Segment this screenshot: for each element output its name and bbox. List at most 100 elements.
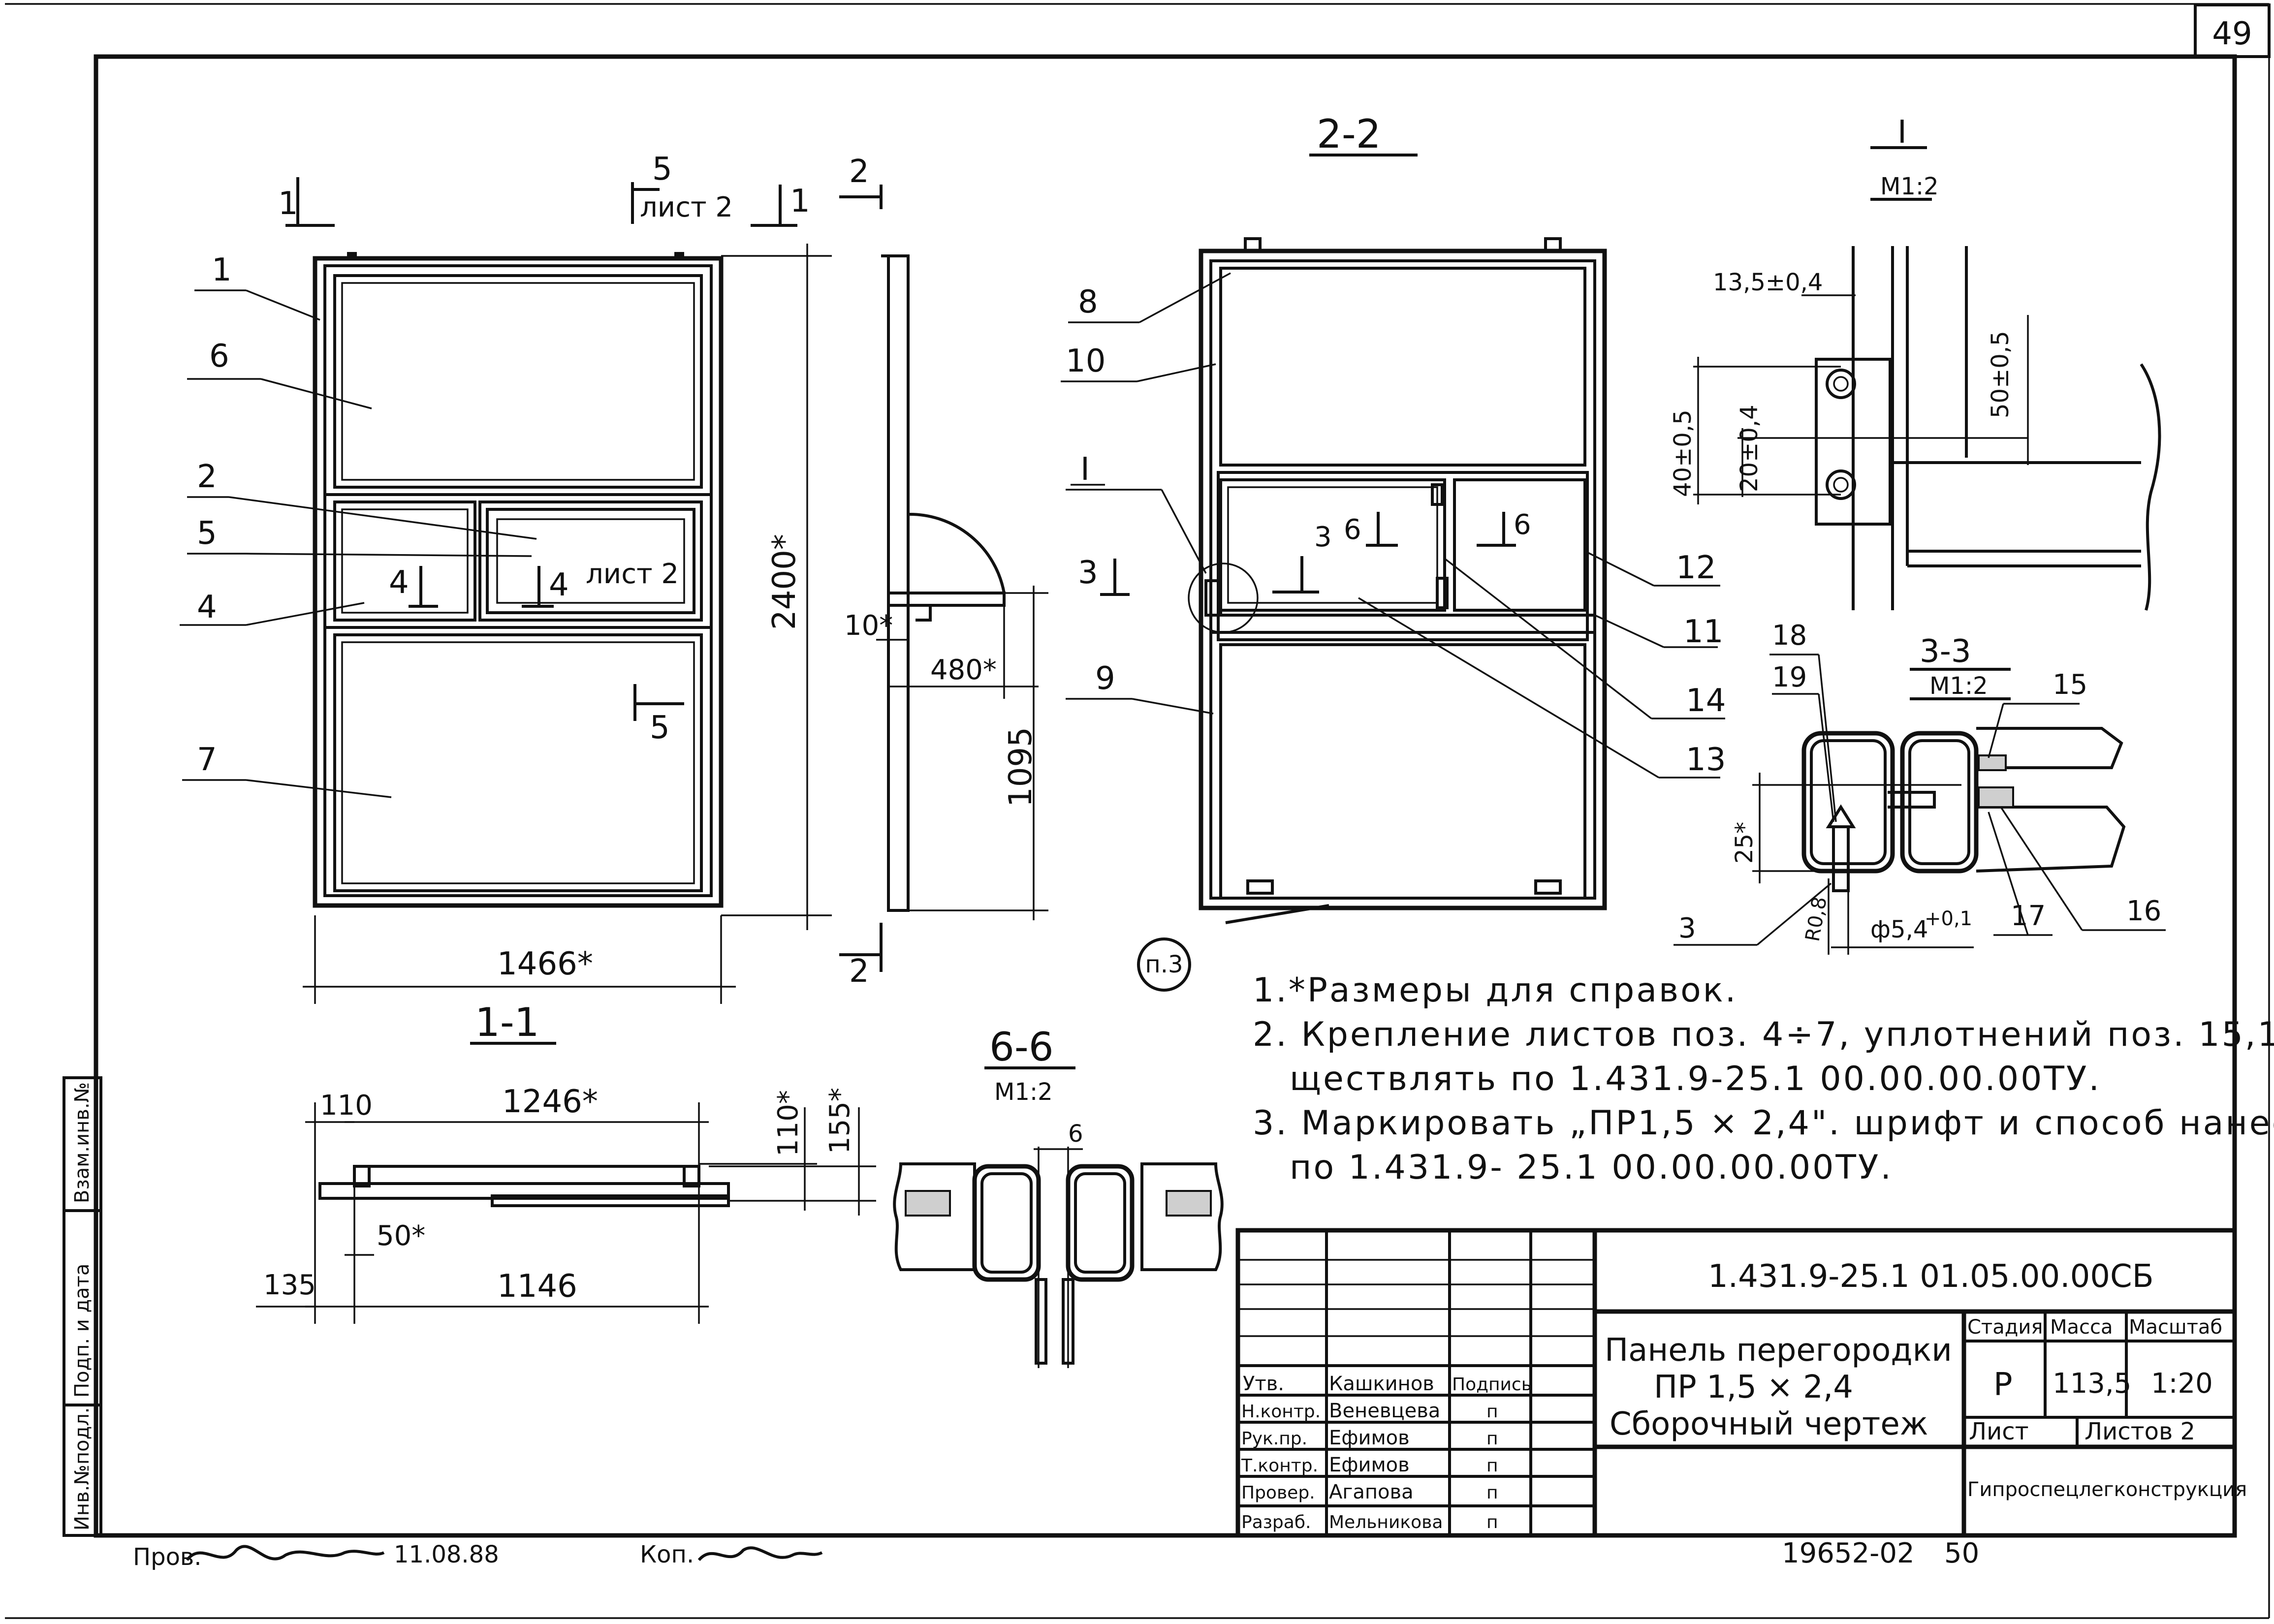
pos-10: 10 [1066, 343, 1105, 379]
dim-50: 50* [377, 1220, 425, 1252]
note-3a: 3. Маркировать „ПР1,5 × 2,4". шрифт и сп… [1253, 1104, 2274, 1143]
pos-15: 15 [2053, 669, 2087, 701]
side-view-section: 10* 480* 1095 [844, 254, 1048, 920]
section-2-2-leaders: 8 10 9 12 11 14 13 I 3 3 6 6 п.3 [1061, 272, 1726, 992]
tb-role-3: Т.контр. [1241, 1456, 1318, 1476]
mark-3: 3 [1078, 555, 1098, 591]
dim-480: 480* [930, 654, 997, 686]
pos-12: 12 [1676, 550, 1716, 586]
stamp-vzam-inv: Взам.инв.№ [71, 1082, 94, 1203]
dim-R08: R0,8 [1801, 895, 1832, 943]
pos-5: 5 [197, 515, 217, 552]
pos-1: 1 [212, 252, 232, 288]
dim-6: 6 [1068, 1120, 1083, 1148]
mark-4-b: 4 [549, 567, 569, 603]
section-2-2-title: 2-2 [1317, 111, 1381, 157]
pos-8: 8 [1078, 284, 1098, 320]
section-6-6-view: 6-6 М1:2 6 [893, 1024, 1224, 1368]
notes-block: 1.*Размеры для справок. 2. Крепление лис… [1253, 971, 2274, 1187]
note-3b: по 1.431.9- 25.1 00.00.00.00ТУ. [1290, 1148, 1893, 1187]
kop-signature [697, 1546, 823, 1562]
tb-sign-1: п [1486, 1402, 1498, 1422]
dim-1095: 1095 [1003, 727, 1039, 807]
pos-3: 3 [1678, 912, 1696, 944]
dim-110-a: 110 [320, 1090, 373, 1122]
tb-sign-2: п [1486, 1429, 1498, 1449]
footer-kop-label: Коп. [640, 1541, 694, 1568]
pos-14: 14 [1686, 683, 1726, 719]
tb-sign-3: п [1486, 1456, 1498, 1476]
mark-4-a: 4 [389, 564, 409, 601]
note-1: 1.*Размеры для справок. [1253, 971, 1737, 1010]
mark-5-side: 5 [650, 710, 670, 746]
tb-name-2: ПР 1,5 × 2,4 [1654, 1369, 1853, 1405]
pos-9: 9 [1095, 660, 1115, 697]
tb-role-0: Утв. [1243, 1373, 1284, 1395]
tb-organization: Гипроспецлегконструкция [1967, 1478, 2247, 1501]
pos-11: 11 [1683, 614, 1723, 650]
mark-6b: 6 [1514, 509, 1531, 541]
side-stamp: Инв.№подл. Подп. и дата Взам.инв.№ [63, 1076, 102, 1537]
mark-5-top-sheet: лист 2 [640, 191, 733, 223]
section-2-2-view: 2-2 [1188, 111, 1607, 910]
pos-4: 4 [197, 589, 217, 625]
mark-2-bottom: 2 [849, 953, 869, 990]
tb-role-4: Провер. [1241, 1483, 1315, 1503]
pos-13: 13 [1686, 742, 1726, 778]
front-view-panel [313, 252, 724, 908]
tb-role-1: Н.контр. [1241, 1402, 1321, 1422]
tb-name-1: Панель перегородки [1605, 1332, 1952, 1369]
dim-1466: 1466* [497, 946, 593, 982]
dim-40: 40±0,5 [1669, 409, 1697, 497]
tb-designation: 1.431.9-25.1 01.05.00.00СБ [1708, 1258, 2154, 1295]
tb-stage-header: Стадия [1967, 1316, 2043, 1339]
dim-phi: ф5,4 [1870, 916, 1928, 943]
sheet-frame: 49 [5, 3, 2271, 1619]
tb-role-2: Рук.пр. [1241, 1429, 1307, 1449]
dim-25: 25* [1731, 822, 1758, 864]
tb-scale: 1:20 [2151, 1368, 2213, 1400]
mark-I: I [1080, 451, 1090, 488]
tb-name-4: Агапова [1329, 1481, 1414, 1503]
pos-17: 17 [2011, 900, 2046, 932]
dim-13-5: 13,5±0,4 [1713, 269, 1823, 296]
tb-role-5: Разраб. [1241, 1512, 1311, 1532]
mark-5-top: 5 [652, 151, 672, 187]
detail-I-scale: М1:2 [1880, 173, 1939, 200]
front-view-section-marks: 1 5 лист 2 1 2 2 5 4 4 лист 2 [278, 151, 883, 990]
dim-50: 50±0,5 [1987, 331, 2014, 418]
title-block: 1.431.9-25.1 01.05.00.00СБ Панель перего… [1235, 1228, 2247, 1538]
note-2b: ществлять по 1.431.9-25.1 00.00.00.00ТУ. [1290, 1060, 2101, 1098]
mark-4-sheet: лист 2 [586, 558, 679, 590]
mark-p3: п.3 [1145, 951, 1183, 978]
detail-I-title: I [1897, 114, 1907, 151]
front-view-dimensions: 2400* 1466* [303, 244, 832, 1004]
pos-19: 19 [1772, 661, 1807, 693]
tb-sign-5: п [1486, 1512, 1498, 1532]
section-6-6-scale: М1:2 [994, 1078, 1053, 1106]
pos-6: 6 [209, 338, 229, 375]
pos-2: 2 [197, 459, 217, 495]
stamp-inv-podl: Инв.№подл. [71, 1407, 94, 1530]
front-view-leaders: 1 6 2 5 4 7 [180, 252, 537, 798]
pos-16: 16 [2126, 895, 2161, 927]
section-3-3-view: 3-3 М1:2 25* R0,8 ф5,4 +0,1 18 19 15 16 [1674, 620, 2166, 955]
dim-135: 135 [263, 1269, 316, 1301]
detail-I-view: I М1:2 13,5±0,4 40±0,5 20±0,4 50±0,5 [1669, 114, 2161, 611]
tb-sign-4: п [1486, 1483, 1498, 1503]
prov-signature [186, 1545, 385, 1561]
note-2a: 2. Крепление листов поз. 4÷7, уплотнений… [1253, 1015, 2274, 1054]
footer-page: 50 [1944, 1537, 1979, 1569]
pos-7: 7 [197, 742, 217, 778]
dim-10: 10* [844, 610, 893, 642]
pos-18: 18 [1772, 620, 1807, 652]
mark-6a: 6 [1344, 514, 1361, 546]
dim-155: 155* [824, 1088, 856, 1154]
section-1-1-view: 1-1 110 1246* 110* 155* 50* 135 1146 [256, 999, 876, 1324]
tb-name-0: Кашкинов [1329, 1373, 1434, 1395]
mark-3b: 3 [1314, 521, 1332, 553]
footer-archive-number: 19652-02 [1782, 1537, 1915, 1569]
section-3-3-title: 3-3 [1920, 633, 1971, 670]
dim-1246: 1246* [502, 1084, 598, 1120]
